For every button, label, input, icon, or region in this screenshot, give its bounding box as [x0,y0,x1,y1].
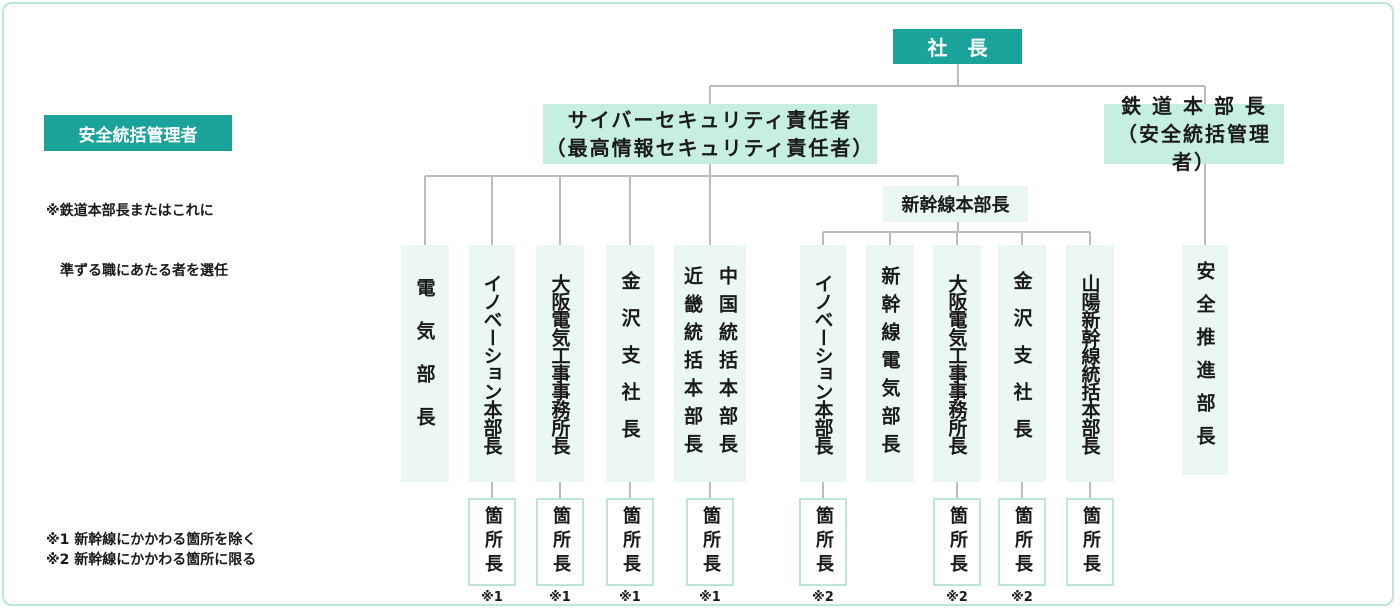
dept-regional-hq: 中国統括本部長 近畿統括本部長 [674,245,746,482]
site-box-3: 箇所長 [606,498,654,586]
railway-head-box: 鉄 道 本 部 長 （安全統括管理者） [1104,94,1284,174]
safety-manager-badge: 安全統括管理者 [44,115,232,151]
site-note-4: ※1 [699,590,721,605]
site-box-6: 箇所長 [933,498,981,586]
site-box-4: 箇所長 [686,498,734,586]
site-note-6: ※2 [946,590,968,605]
legend-note-line1: ※鉄道本部長またはこれに [46,203,214,219]
site-box-1: 箇所長 [468,498,516,586]
railway-head-subtitle: （安全統括管理者） [1117,122,1271,174]
dept-safety-promotion: 安全推進部長 [1182,245,1228,475]
site-note-2: ※1 [549,590,571,605]
ciso-title: サイバーセキュリティ責任者 [567,108,853,132]
footnotes: ※1 新幹線にかかわる箇所を除く ※2 新幹線にかかわる箇所に限る [46,530,256,570]
dept-sanyo-shinkansen-hq: 山陽新幹線統括本部長 [1066,245,1114,482]
dept-electrical: 電気部長 [401,245,449,482]
shinkansen-head-box: 新幹線本部長 [883,186,1028,222]
railway-head-title: 鉄 道 本 部 長 [1121,94,1267,118]
dept-sk-osaka-electrical-works: 大阪電気工事事務所長 [933,245,981,482]
footnote-1: ※1 新幹線にかかわる箇所を除く [46,532,257,548]
site-box-5: 箇所長 [799,498,847,586]
dept-innovation: イノベーション本部長 [469,245,515,482]
dept-kanazawa-branch: 金沢支社長 [606,245,654,482]
site-note-3: ※1 [619,590,641,605]
dept-kinki-hq: 近畿統括本部長 [681,265,703,462]
site-note-5: ※2 [812,590,834,605]
legend-note: ※鉄道本部長またはこれに 準ずる職にあたる者を選任 [46,161,228,301]
ciso-subtitle: （最高情報セキュリティ責任者） [545,136,875,160]
site-box-2: 箇所長 [536,498,584,586]
site-box-8: 箇所長 [1066,498,1114,586]
footnote-2: ※2 新幹線にかかわる箇所に限る [46,552,257,568]
dept-osaka-electrical-works: 大阪電気工事事務所長 [536,245,584,482]
ciso-box: サイバーセキュリティ責任者 （最高情報セキュリティ責任者） [543,104,877,164]
site-note-7: ※2 [1011,590,1033,605]
site-box-7: 箇所長 [998,498,1046,586]
legend-note-line2: 準ずる職にあたる者を選任 [46,263,228,279]
dept-sk-kanazawa-branch: 金沢支社長 [998,245,1046,482]
dept-sk-electrical: 新幹線電気部長 [866,245,914,482]
dept-sk-innovation: イノベーション本部長 [800,245,846,482]
dept-chugoku-hq: 中国統括本部長 [716,265,738,462]
site-note-1: ※1 [481,590,503,605]
president-box: 社 長 [893,29,1022,64]
